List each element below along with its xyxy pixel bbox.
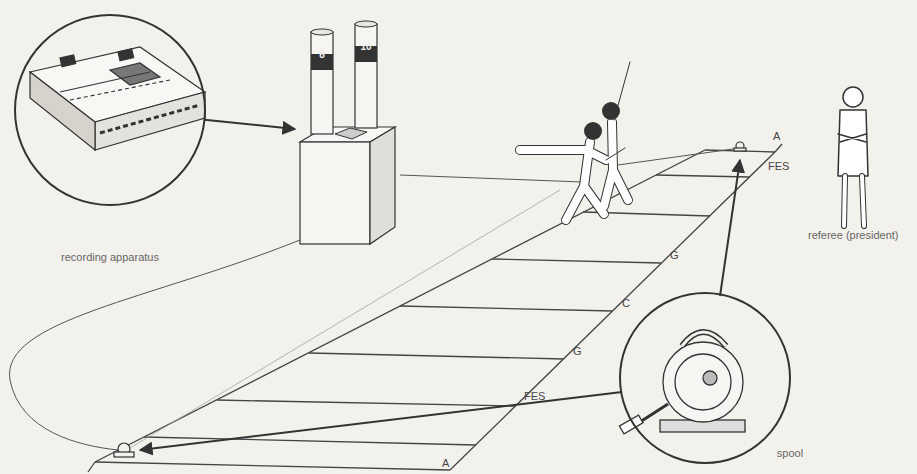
node-outline <box>0 8 225 270</box>
referee-legs <box>844 176 864 226</box>
spool-cable <box>640 404 668 422</box>
score-number: 10 <box>360 40 371 53</box>
end-tick <box>88 462 95 472</box>
piste-line <box>492 259 661 263</box>
floor-spool-base <box>114 452 134 457</box>
spool-drum <box>663 342 743 422</box>
fencer-fill <box>520 122 628 220</box>
spool-handle <box>682 332 726 346</box>
score-column-top <box>355 21 377 27</box>
referee-legs <box>844 176 864 226</box>
end-line <box>95 462 450 470</box>
score-column <box>311 32 333 134</box>
spool-hub <box>703 371 717 385</box>
blade <box>606 148 625 160</box>
referee-figure <box>838 87 868 226</box>
spool-rim <box>675 354 731 410</box>
inset-caption: spool <box>777 447 803 460</box>
apparatus-inset: recording apparatus <box>0 8 225 270</box>
fencers <box>520 62 630 220</box>
floor-spool-base <box>734 148 746 151</box>
spool-pointers <box>140 160 740 450</box>
line-mark: C <box>622 297 630 310</box>
fencer-body <box>604 122 628 206</box>
cable <box>10 240 300 450</box>
pointer-arrow <box>720 160 740 296</box>
score-number: 8 <box>319 48 325 61</box>
end-tick <box>775 144 782 152</box>
fencer-mask <box>584 122 602 140</box>
centre-line <box>400 306 613 311</box>
score-column-top <box>311 29 333 35</box>
fencer-body <box>604 122 628 206</box>
floor-spools <box>114 142 746 457</box>
apparatus-on-box <box>335 128 367 139</box>
piste-line <box>217 400 515 406</box>
apparatus-grid <box>110 63 160 85</box>
fencer-mask <box>602 102 620 120</box>
piste <box>88 144 782 472</box>
body-wire <box>400 175 582 182</box>
fencer-outline <box>520 122 628 220</box>
pointer-arrow <box>140 392 622 450</box>
end-mark: A <box>442 457 449 470</box>
spool-handle <box>682 332 726 346</box>
zone-mark: FES <box>768 160 789 173</box>
scorer-front <box>300 142 370 244</box>
line-mark: G <box>670 249 679 262</box>
piste-line <box>309 353 564 359</box>
apparatus-keys <box>70 80 170 100</box>
node-outline <box>615 290 835 470</box>
inset-caption: recording apparatus <box>61 251 159 264</box>
scorer-side <box>370 127 395 244</box>
apparatus-switch <box>118 49 134 61</box>
referee-body <box>838 110 868 176</box>
referee-arms <box>838 134 866 142</box>
apparatus-side <box>30 72 95 150</box>
scoring-unit: 8 10 <box>295 22 400 247</box>
inset-circle <box>15 15 205 205</box>
piste-line <box>656 175 749 177</box>
zone-mark: FES <box>524 390 545 403</box>
inset-circle <box>620 293 790 463</box>
fencer-arms <box>520 150 606 160</box>
node-outline <box>295 22 400 247</box>
piste-edge <box>95 150 705 462</box>
fencer-arms <box>520 150 606 160</box>
score-column <box>355 24 377 128</box>
apparatus-drawing <box>30 47 205 150</box>
end-mark: A <box>773 130 780 143</box>
apparatus-switch <box>60 55 76 67</box>
apparatus-rule <box>60 72 150 92</box>
spool-drawing <box>619 332 745 434</box>
pointer-arrow <box>204 120 295 129</box>
blade <box>614 62 630 120</box>
spool-inset: spool <box>615 290 835 470</box>
apparatus-front <box>95 92 205 150</box>
line-mark: G <box>573 345 582 358</box>
referee-head <box>843 87 863 107</box>
referee-label: referee (president) <box>808 229 899 242</box>
apparatus-lamps <box>100 105 200 133</box>
body-wire <box>618 148 740 165</box>
